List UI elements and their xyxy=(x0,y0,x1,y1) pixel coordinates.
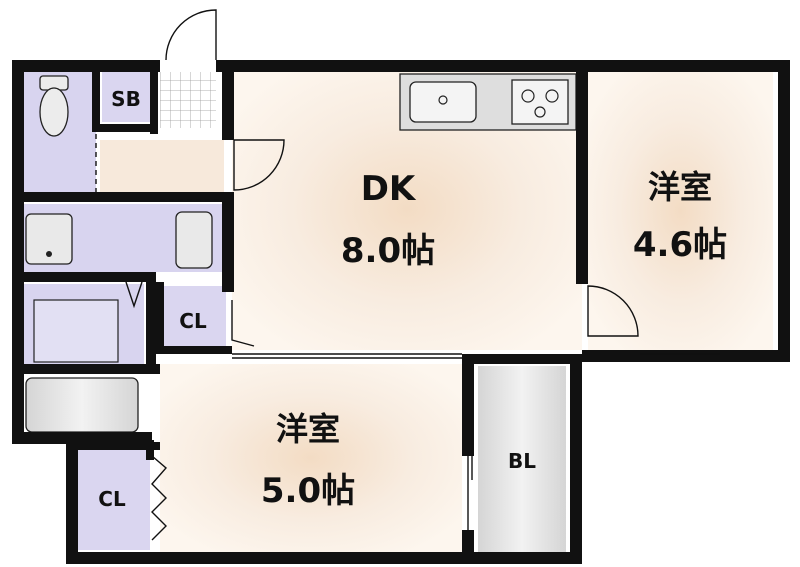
wall-bath-bottom xyxy=(20,364,160,374)
cl-2-label: CL xyxy=(98,487,126,511)
bathtub xyxy=(25,377,139,433)
wall-service-right xyxy=(222,192,234,292)
entrance-tile xyxy=(160,72,216,128)
wall-wash-bottom xyxy=(20,272,150,282)
hallway-floor xyxy=(100,140,224,192)
wall-toilet-right xyxy=(92,72,100,132)
western-room-b-floor xyxy=(160,364,462,552)
fixtures xyxy=(25,73,577,433)
toilet-bowl xyxy=(39,87,69,137)
wall-bottom-left xyxy=(12,432,152,444)
sink-drain-icon xyxy=(438,95,448,105)
sb-floor xyxy=(102,72,152,122)
western-b-size: 5.0帖 xyxy=(261,471,355,511)
wall-left xyxy=(12,60,24,442)
wall-right-bottom xyxy=(582,350,790,362)
wall-cl2-top xyxy=(66,442,160,450)
wall-cl1-bottom xyxy=(154,346,232,354)
wall-bl-top xyxy=(462,354,582,364)
kitchen-sink xyxy=(409,81,477,123)
wall-sb-bottom xyxy=(100,124,158,132)
cl-1-floor xyxy=(162,286,226,346)
doors xyxy=(95,9,720,541)
washing-machine-pan xyxy=(175,211,213,269)
wall-cl2-left xyxy=(66,440,78,564)
wall-bl-left-lower xyxy=(462,530,474,560)
wall-entry-right xyxy=(222,60,234,140)
wall-bath-right xyxy=(146,272,156,368)
walls xyxy=(12,60,790,564)
burner-icon xyxy=(545,89,559,103)
bath-screen xyxy=(33,299,119,363)
cl-1-label: CL xyxy=(179,309,207,333)
cl-2-door xyxy=(151,455,167,541)
washroom-door xyxy=(125,281,143,309)
dk-size: 8.0帖 xyxy=(341,231,435,271)
cl-1-door xyxy=(231,300,255,347)
dk-door xyxy=(233,139,285,191)
wall-toilet-bottom xyxy=(20,192,234,202)
wall-bl-right xyxy=(570,356,582,564)
labels: DK 8.0帖 洋室 4.6帖 洋室 5.0帖 SB CL CL BL xyxy=(98,87,727,511)
western-b-name: 洋室 xyxy=(276,410,340,448)
wall-top-left xyxy=(12,60,160,72)
wall-right xyxy=(778,60,790,362)
wall-cl1-left xyxy=(154,282,164,354)
wall-bl-left xyxy=(462,356,474,456)
wall-sb-right xyxy=(150,64,158,134)
basin-drain-icon xyxy=(46,251,52,257)
western-a-size: 4.6帖 xyxy=(633,225,727,265)
western-room-a-floor xyxy=(588,72,773,350)
burner-icon xyxy=(521,89,535,103)
bl-label: BL xyxy=(508,449,536,473)
sb-label: SB xyxy=(111,87,141,111)
burner-icon xyxy=(534,106,546,118)
wall-cl2-right xyxy=(146,440,154,460)
cl-2-floor xyxy=(78,450,150,550)
dk-name: DK xyxy=(361,169,417,209)
bl-floor xyxy=(478,366,566,552)
wall-top-main xyxy=(216,60,790,72)
wall-western-a-left xyxy=(576,64,588,284)
floors xyxy=(24,68,773,552)
western-a-name: 洋室 xyxy=(648,168,712,206)
wall-bottom xyxy=(66,552,582,564)
entrance-door xyxy=(165,9,217,61)
washbasin xyxy=(25,213,73,265)
western-a-door xyxy=(587,285,639,337)
